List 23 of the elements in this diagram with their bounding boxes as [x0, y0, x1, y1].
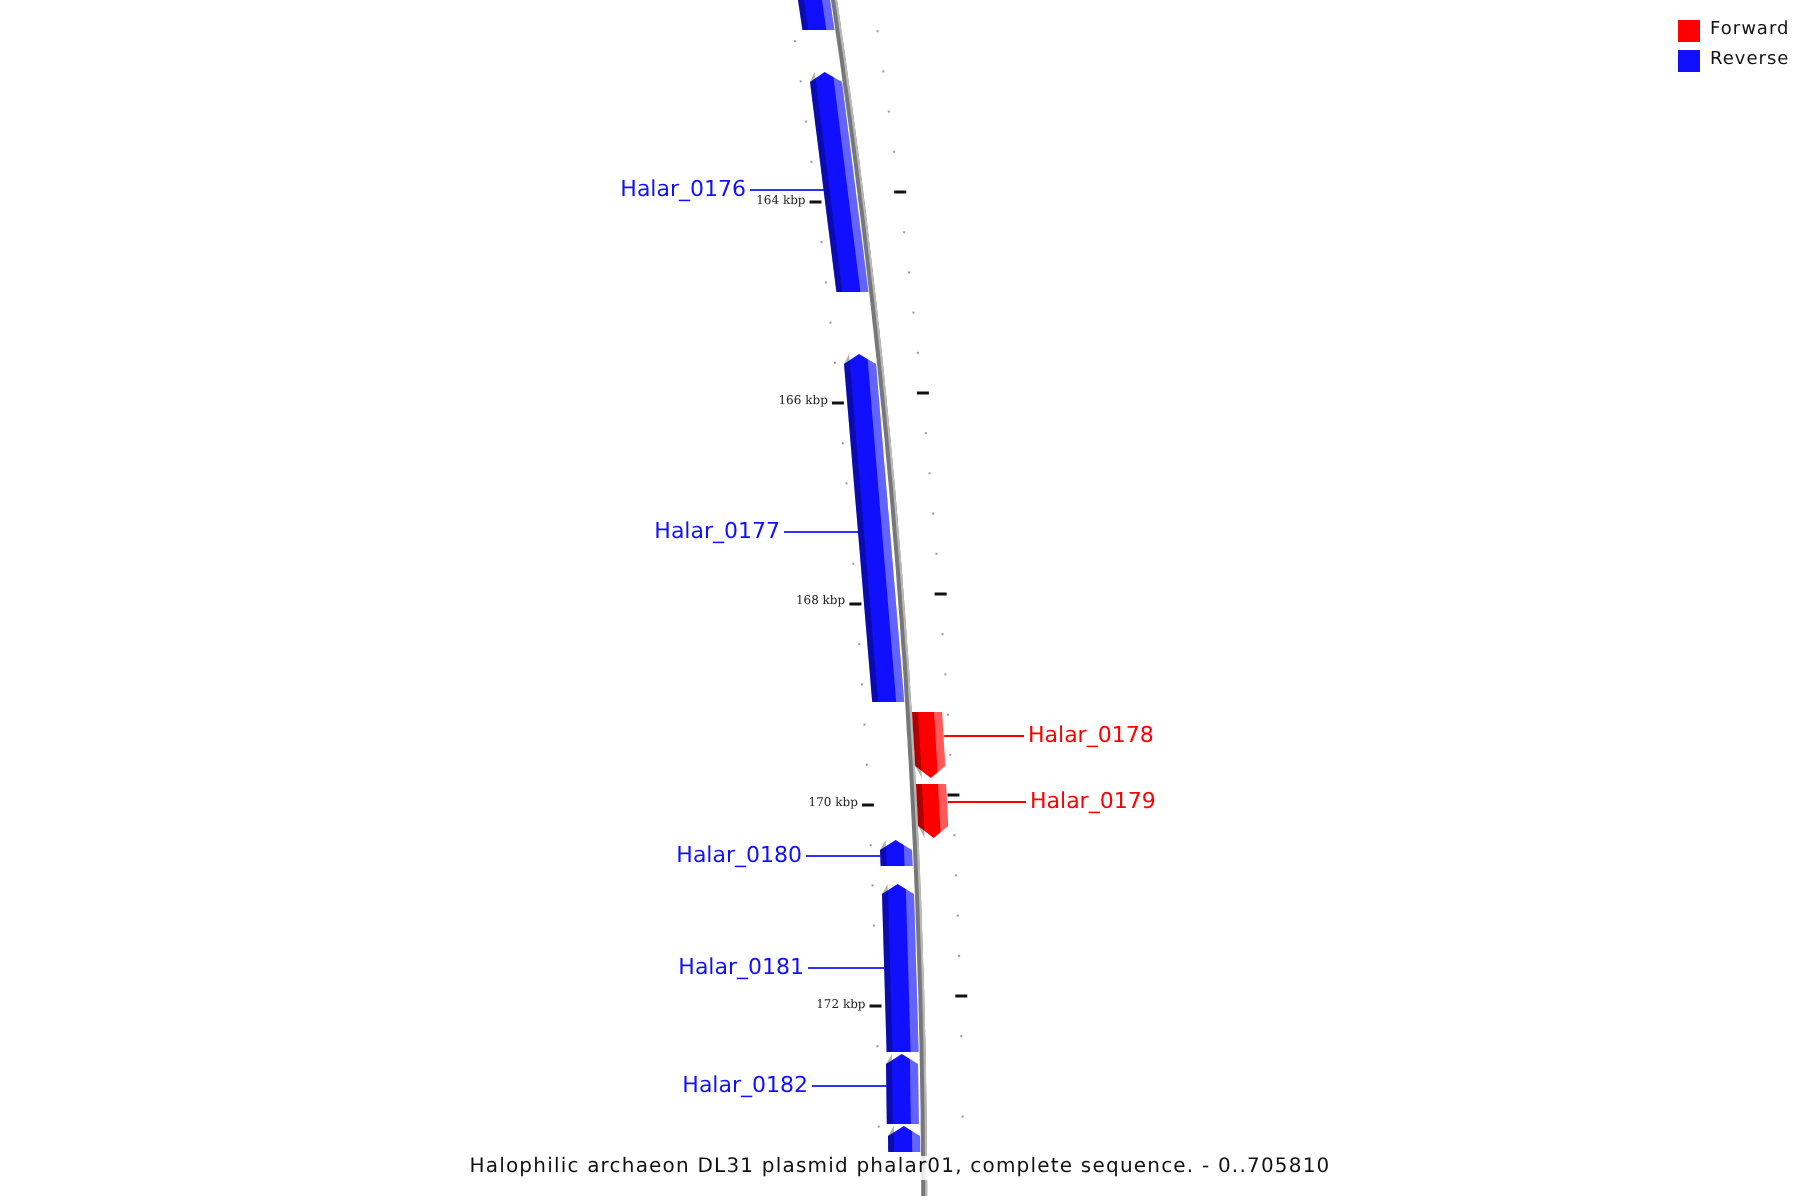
leader-line	[807, 967, 886, 969]
leader-line	[943, 735, 1025, 737]
gene-label: Halar_0177	[654, 518, 780, 546]
leader-line	[811, 1085, 889, 1087]
gene-feature	[887, 1126, 920, 1152]
leader-line	[805, 855, 882, 857]
legend-label: Reverse	[1710, 50, 1790, 72]
legend-label: Forward	[1710, 20, 1790, 42]
leader-line	[749, 189, 825, 191]
gene-feature	[916, 784, 949, 838]
gene-label: Halar_0181	[678, 954, 804, 982]
leader-line	[783, 531, 861, 533]
gene-label: Halar_0180	[676, 842, 802, 870]
gene-feature	[809, 72, 869, 292]
gene-feature	[912, 712, 946, 778]
gene-label: Halar_0178	[1028, 722, 1154, 750]
gene-feature	[843, 354, 905, 702]
gene-label: Halar_0179	[1030, 788, 1156, 816]
gene-label: Halar_0182	[682, 1072, 808, 1100]
leader-line	[946, 801, 1027, 803]
gene-feature	[880, 840, 913, 866]
gene-label: Halar_0176	[620, 176, 746, 204]
gene-feature	[798, 0, 835, 30]
